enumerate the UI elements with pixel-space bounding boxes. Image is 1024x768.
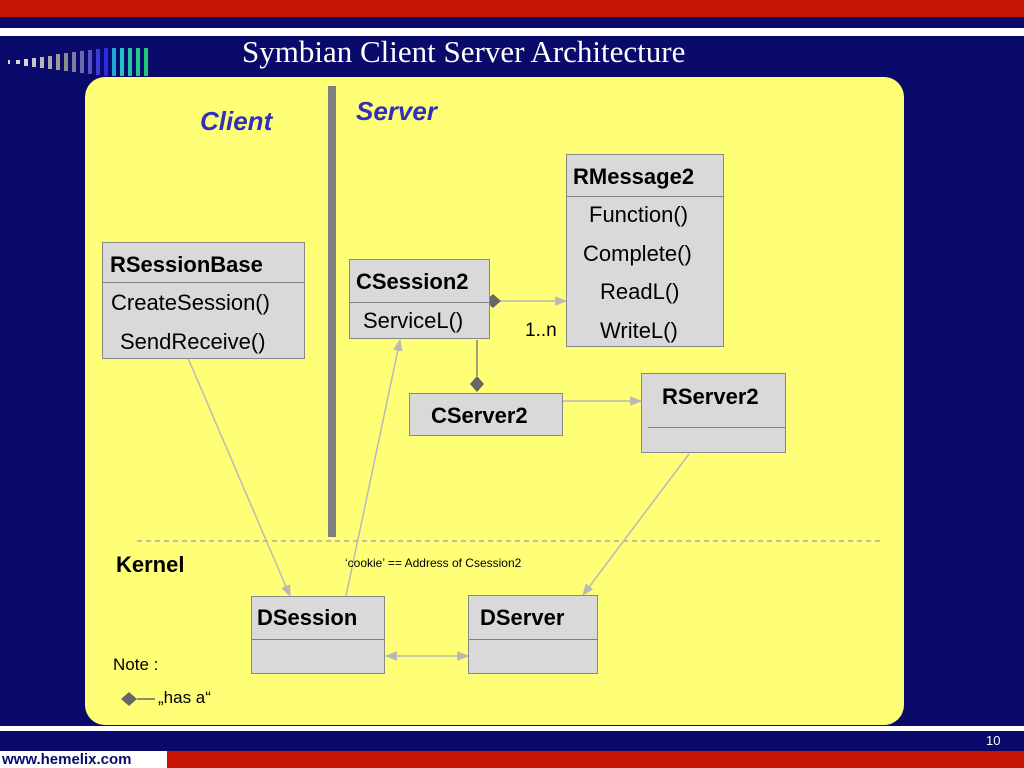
bottom-red-bar [0, 751, 1024, 768]
class-rsessionbase: RSessionBase CreateSession() SendReceive… [102, 242, 305, 359]
class-separator [567, 196, 723, 197]
method-sendreceive: SendReceive() [120, 329, 266, 354]
class-separator [469, 639, 597, 640]
class-rserver2: RServer2 [641, 373, 786, 453]
class-name: DSession [257, 605, 358, 630]
cookie-note: ‘cookie’ == Address of Csession2 [345, 556, 522, 570]
class-separator [103, 282, 304, 283]
client-server-divider [328, 86, 336, 537]
class-dserver: DServer [468, 595, 598, 674]
has-a-diamond-icon [470, 376, 484, 392]
rsessionbase-to-dsession-arrow [187, 357, 291, 598]
kernel-label: Kernel [116, 552, 185, 577]
method-servicel: ServiceL() [363, 308, 464, 333]
dsession-to-csession2-arrow [345, 338, 403, 597]
website-link[interactable]: www.hemelix.com [0, 751, 167, 768]
class-separator [648, 427, 785, 428]
decorative-bars-icon [8, 48, 148, 76]
method-function: Function() [589, 202, 689, 227]
server-label: Server [356, 96, 437, 126]
client-label: Client [200, 106, 273, 136]
class-name: CSession2 [356, 269, 469, 294]
bottom-white-bar [0, 726, 1024, 731]
method-readl: ReadL() [600, 279, 680, 304]
class-dsession: DSession [251, 596, 385, 674]
multiplicity-label: 1..n [525, 320, 557, 341]
class-csession2: CSession2 ServiceL() [349, 259, 490, 339]
class-name: RSessionBase [110, 252, 263, 277]
legend-diamond-icon [121, 692, 137, 706]
rserver2-to-dserver-arrow [582, 453, 690, 596]
page-number: 10 [986, 733, 1001, 748]
class-name: DServer [480, 605, 565, 630]
class-separator [252, 639, 384, 640]
class-cserver2: CServer2 [409, 393, 563, 436]
method-writel: WriteL() [600, 318, 678, 343]
top-red-bar [0, 0, 1024, 17]
method-createsession: CreateSession() [111, 290, 270, 315]
slide-title: Symbian Client Server Architecture [242, 34, 686, 69]
method-complete: Complete() [583, 241, 692, 266]
class-name: CServer2 [431, 403, 528, 428]
class-rmessage2: RMessage2 Function() Complete() ReadL() … [566, 154, 724, 347]
top-white-bar [0, 28, 1024, 36]
class-name: RServer2 [662, 384, 759, 409]
note-label: Note : [113, 655, 159, 674]
has-a-label: „has a“ [158, 688, 211, 707]
class-separator [350, 302, 489, 303]
class-name: RMessage2 [573, 164, 695, 189]
